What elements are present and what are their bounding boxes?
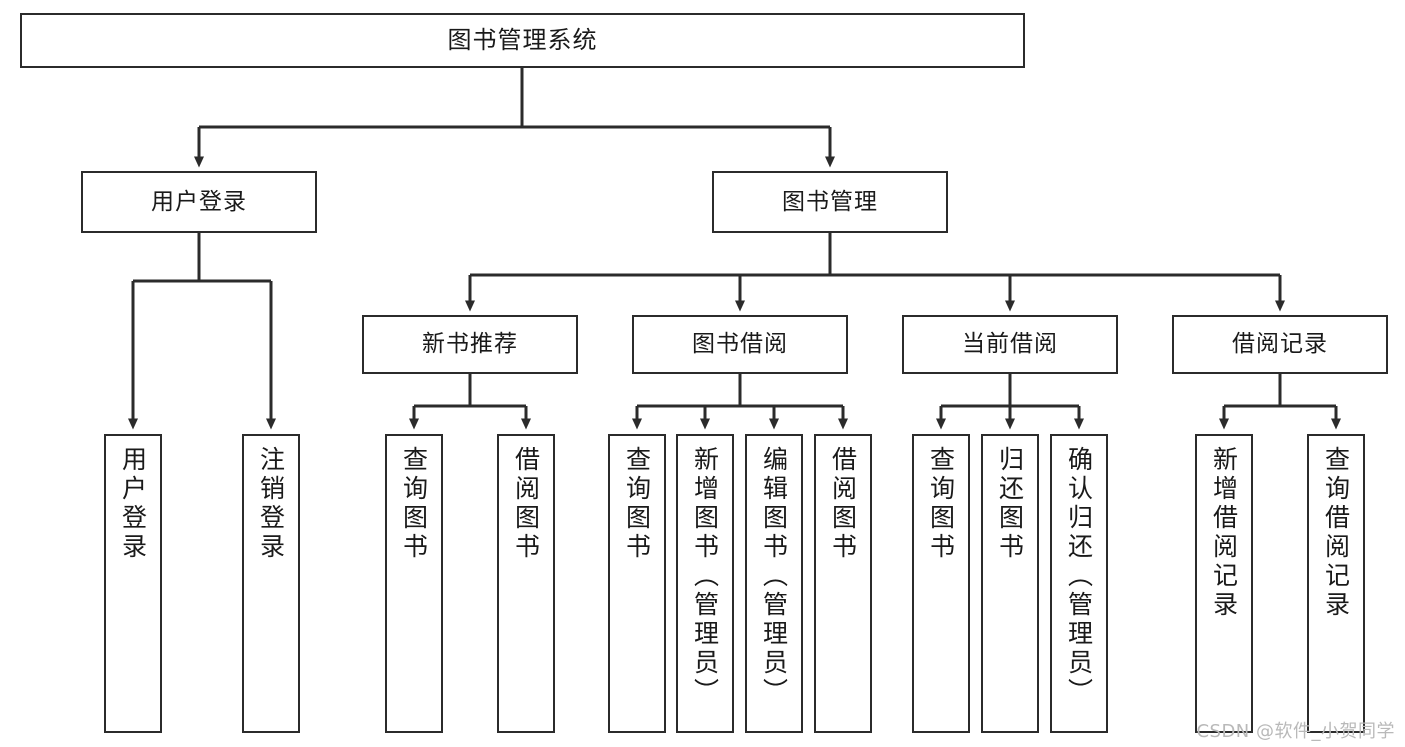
leaf-user-login[interactable]: 用户登录	[104, 434, 162, 733]
node-label: 当前借阅	[962, 331, 1058, 358]
node-current-borrowing[interactable]: 当前借阅	[902, 315, 1118, 374]
node-label: 查询图书	[926, 446, 956, 562]
leaf-query-borrowing-record[interactable]: 查询借阅记录	[1307, 434, 1365, 733]
leaf-confirm-return-admin[interactable]: 确认归还（管理员）	[1050, 434, 1108, 733]
leaf-query-book-current[interactable]: 查询图书	[912, 434, 970, 733]
leaf-add-borrowing-record[interactable]: 新增借阅记录	[1195, 434, 1253, 733]
node-label: 查询借阅记录	[1321, 446, 1351, 620]
leaf-query-book-recommendation[interactable]: 查询图书	[385, 434, 443, 733]
node-borrowing-record[interactable]: 借阅记录	[1172, 315, 1388, 374]
leaf-edit-book-admin[interactable]: 编辑图书（管理员）	[745, 434, 803, 733]
node-label: 借阅图书	[511, 446, 541, 562]
node-label: 图书管理	[782, 188, 878, 215]
leaf-borrow-book-borrowing[interactable]: 借阅图书	[814, 434, 872, 733]
node-label: 注销登录	[256, 446, 286, 562]
node-label: 查询图书	[399, 446, 429, 562]
node-book-management[interactable]: 图书管理	[712, 171, 948, 233]
node-book-borrowing[interactable]: 图书借阅	[632, 315, 848, 374]
node-label: 查询图书	[622, 446, 652, 562]
leaf-query-book-borrowing[interactable]: 查询图书	[608, 434, 666, 733]
node-label: 图书借阅	[692, 331, 788, 358]
node-label: 归还图书	[995, 446, 1025, 562]
node-root-book-management-system[interactable]: 图书管理系统	[20, 13, 1025, 68]
node-label: 新增借阅记录	[1209, 446, 1239, 620]
node-label: 新书推荐	[422, 331, 518, 358]
node-label: 新增图书（管理员）	[690, 446, 720, 707]
node-label: 用户登录	[118, 446, 148, 562]
leaf-borrow-book-recommendation[interactable]: 借阅图书	[497, 434, 555, 733]
csdn-watermark: CSDN @软件_小贺同学	[1196, 721, 1395, 742]
leaf-return-book[interactable]: 归还图书	[981, 434, 1039, 733]
node-label: 借阅图书	[828, 446, 858, 562]
leaf-user-logout[interactable]: 注销登录	[242, 434, 300, 733]
node-label: 图书管理系统	[447, 25, 598, 54]
leaf-add-book-admin[interactable]: 新增图书（管理员）	[676, 434, 734, 733]
node-user-login[interactable]: 用户登录	[81, 171, 317, 233]
node-label: 用户登录	[151, 188, 247, 215]
node-new-book-recommendation[interactable]: 新书推荐	[362, 315, 578, 374]
node-label: 借阅记录	[1232, 331, 1328, 358]
node-label: 确认归还（管理员）	[1064, 446, 1094, 707]
node-label: 编辑图书（管理员）	[759, 446, 789, 707]
